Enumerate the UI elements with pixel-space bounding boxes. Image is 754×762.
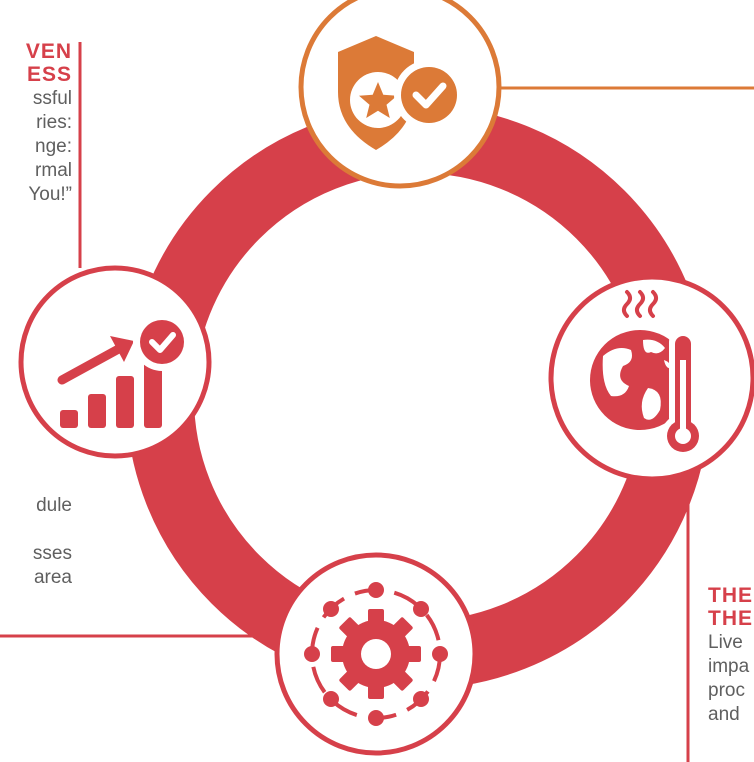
earth-thermometer-heat-icon: [590, 290, 705, 458]
bottom-right-heading-line-1: THE: [708, 584, 753, 607]
growth-chart-check-icon: [57, 313, 191, 428]
top-left-body-line-2: ries:: [36, 112, 72, 133]
mid-left-body-line-1: dule: [36, 495, 72, 516]
bottom-right-heading-line-2: THE: [708, 607, 753, 630]
mid-left-body-line-2: sses: [32, 543, 72, 564]
heat-waves-icon: [622, 290, 658, 318]
node-left: [18, 265, 212, 459]
bottom-right-body-line-3: proc: [708, 680, 745, 701]
gear-network-icon: [304, 582, 448, 726]
top-left-body-line-3: nge:: [35, 136, 72, 157]
bottom-right-body-line-4: and: [708, 704, 740, 725]
mid-left-body-line-3: area: [33, 567, 72, 588]
top-left-body-line-1: ssful: [32, 88, 72, 109]
node-top: [298, 0, 502, 189]
node-right: [548, 274, 754, 482]
top-left-body-line-4: rmal: [35, 160, 72, 181]
top-left-body-line-5: You!”: [28, 184, 72, 205]
bottom-right-body-line-1: Live: [708, 632, 743, 653]
node-bottom: [274, 552, 478, 756]
top-left-heading-line-2: ESS: [26, 63, 72, 86]
top-left-heading-line-1: VEN: [25, 40, 72, 63]
shield-star-check-icon: [338, 36, 464, 150]
bottom-right-body-line-2: impa: [708, 656, 750, 677]
